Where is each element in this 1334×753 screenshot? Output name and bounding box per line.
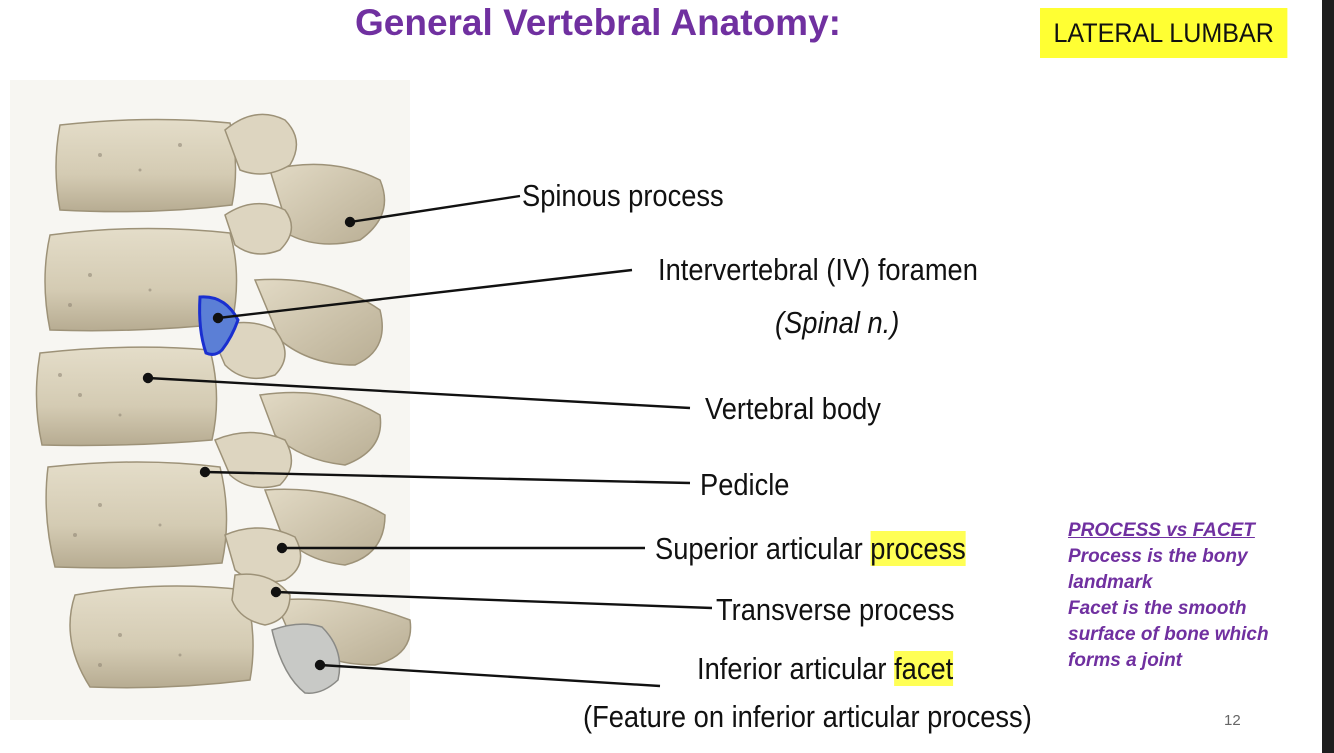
window-edge [1322, 0, 1334, 753]
label-inferior-articular-sub: (Feature on inferior articular process) [583, 699, 1032, 734]
process-vs-facet-note: PROCESS vs FACET Process is the bony lan… [1068, 518, 1318, 674]
lumbar-spine-illustration [10, 80, 412, 720]
note-line-facet: Facet is the smooth surface of bone whic… [1068, 598, 1269, 671]
label-transverse-process: Transverse process [716, 592, 955, 627]
region-badge: LATERAL LUMBAR [1040, 8, 1288, 58]
slide-title: General Vertebral Anatomy: [355, 2, 841, 43]
label-superior-articular-highlight: process [870, 531, 966, 566]
page-number: 12 [1224, 712, 1241, 729]
label-superior-articular-text: Superior articular [655, 531, 871, 566]
vertebral-bodies [35, 118, 254, 689]
label-iv-foramen-sub: (Spinal n.) [775, 305, 900, 340]
label-inferior-articular-text: Inferior articular [697, 651, 895, 686]
label-spinous-process: Spinous process [522, 178, 724, 213]
label-inferior-articular: Inferior articular facet [697, 651, 954, 686]
label-pedicle: Pedicle [700, 467, 790, 502]
note-title: PROCESS vs FACET [1068, 520, 1255, 541]
label-superior-articular: Superior articular process [655, 531, 966, 566]
label-iv-foramen: Intervertebral (IV) foramen [658, 252, 978, 287]
bone-texture [58, 143, 182, 667]
label-inferior-articular-highlight: facet [894, 651, 954, 686]
label-vertebral-body: Vertebral body [705, 391, 881, 426]
note-line-process: Process is the bony landmark [1068, 546, 1248, 593]
